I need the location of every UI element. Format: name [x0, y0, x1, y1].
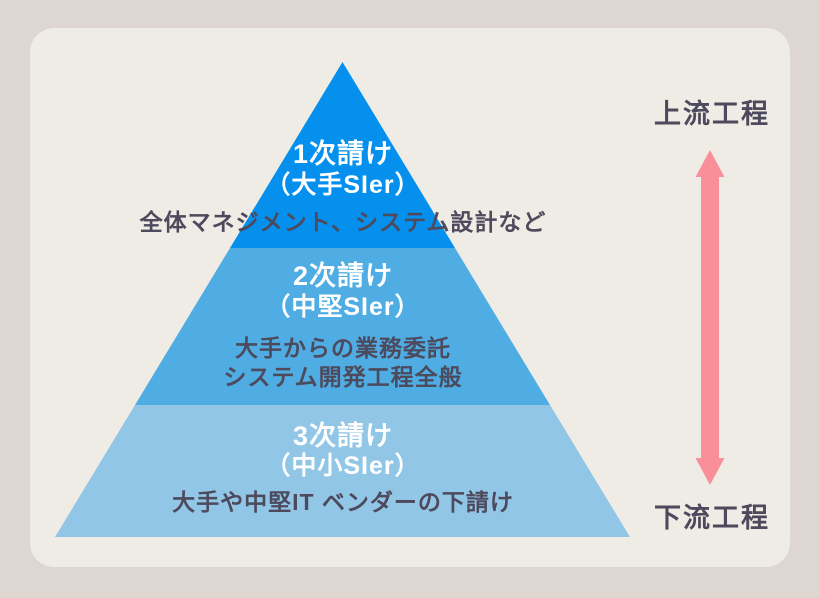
- tier-3-subtitle: （中小SIer）: [265, 452, 421, 480]
- tier-1-description: 全体マネジメント、システム設計など: [139, 209, 547, 235]
- downstream-process-label: 下流工程: [654, 503, 770, 533]
- tier-2-subtitle: （中堅SIer）: [265, 293, 421, 321]
- tier-2-description-line-1: 大手からの業務委託: [235, 335, 451, 361]
- tier-1-subtitle: （大手SIer）: [265, 171, 421, 199]
- tier-1-title: 1次請け: [292, 139, 394, 169]
- tier-2-title: 2次請け: [292, 261, 394, 291]
- tier-3-title: 3次請け: [292, 421, 394, 451]
- upstream-process-label: 上流工程: [654, 99, 770, 129]
- tier-2-description-line-2: システム開発工程全般: [223, 364, 463, 390]
- tier-3-description: 大手や中堅IT ベンダーの下請け: [172, 489, 514, 515]
